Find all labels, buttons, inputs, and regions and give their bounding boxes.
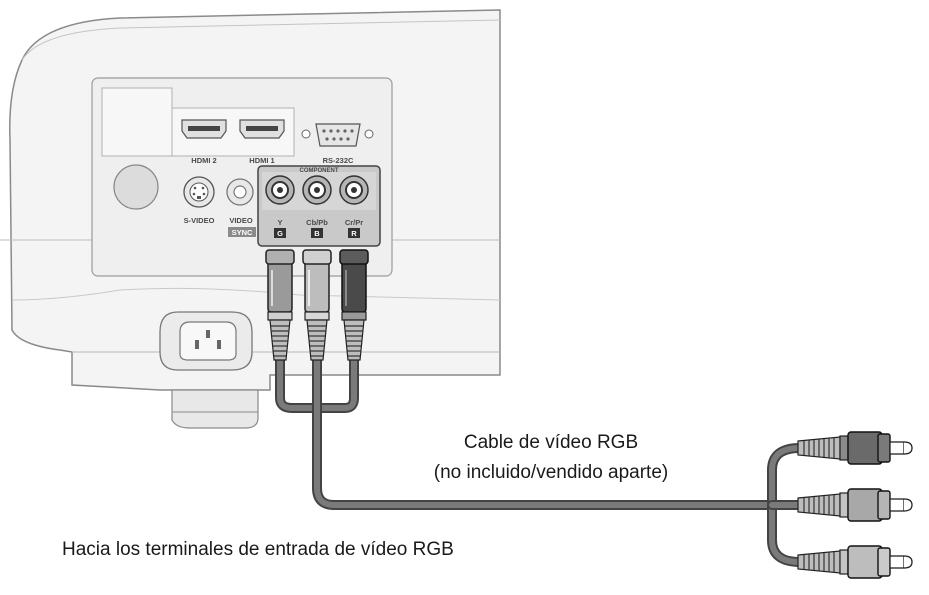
power-inlet	[159, 311, 253, 371]
terminals-caption: Hacia los terminales de entrada de vídeo…	[62, 539, 454, 560]
projector-foot	[171, 389, 259, 429]
blank-knob	[113, 164, 159, 210]
component-cb-jack	[302, 175, 332, 205]
svideo-port	[183, 176, 215, 208]
rgb-cable	[275, 350, 805, 567]
hdmi2-port	[181, 119, 227, 139]
right-plug-top	[797, 431, 913, 465]
component-label: COMPONENT	[300, 168, 339, 174]
right-plug-middle	[797, 488, 913, 522]
sync-badge	[228, 227, 256, 237]
r-badge	[348, 228, 360, 238]
g-badge	[274, 228, 286, 238]
video-label: VIDEO	[229, 216, 253, 225]
plug-cb-b	[302, 249, 332, 361]
hdmi2-label: HDMI 2	[191, 156, 216, 165]
component-y-jack	[265, 175, 295, 205]
cr-pr-label: Cr/Pr	[345, 218, 363, 227]
rs232c-label: RS-232C	[323, 156, 354, 165]
plug-cr-r	[339, 249, 369, 361]
r-label: R	[351, 229, 357, 238]
svideo-label: S-VIDEO	[184, 216, 215, 225]
cable-caption-line1: Cable de vídeo RGB	[464, 432, 638, 453]
b-label: B	[314, 229, 320, 238]
y-label: Y	[277, 218, 282, 227]
plug-y-g	[265, 249, 295, 361]
hdmi1-label: HDMI 1	[249, 156, 274, 165]
component-cr-jack	[339, 175, 369, 205]
video-port	[226, 178, 254, 206]
rs232c-port	[301, 123, 374, 147]
connector-panel: HDMI 2 HDMI 1 RS-232C S-VIDEO	[91, 77, 393, 277]
hdmi1-port	[239, 119, 285, 139]
g-label: G	[277, 229, 283, 238]
b-badge	[311, 228, 323, 238]
cable-caption-line2: (no incluido/vendido aparte)	[434, 462, 669, 483]
right-plug-bottom	[797, 545, 913, 579]
cb-pb-label: Cb/Pb	[306, 218, 328, 227]
sync-label: SYNC	[232, 228, 253, 237]
